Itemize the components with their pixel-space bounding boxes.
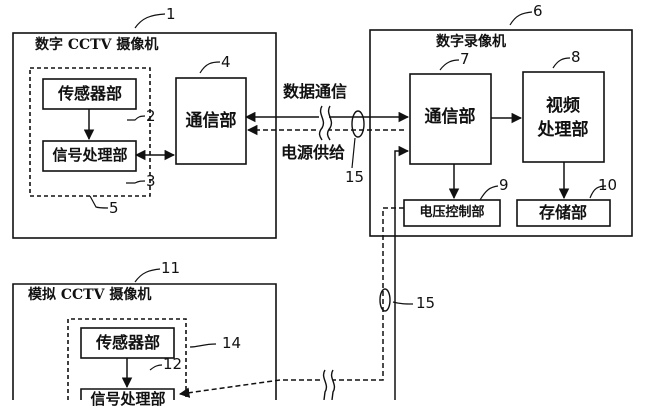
data-communication-label: 数据通信 [283, 82, 348, 101]
video-processing-box [522, 71, 605, 163]
signal-processing-label: 信号处理部 [52, 146, 128, 164]
digital-camera-ref: 1 [166, 5, 176, 23]
data-link-ref: 15 [345, 168, 365, 186]
digital-camera-title: 数字 CCTV 摄像机 [35, 37, 159, 53]
power-supply-label: 电源供给 [281, 143, 346, 162]
signal-processing-ref: 3 [146, 172, 156, 190]
analog-signal-box [80, 388, 175, 400]
video-processing-label-line1: 视频 [546, 96, 580, 116]
analog-camera-ref: 11 [161, 259, 181, 277]
voltage-control-ref: 9 [499, 176, 509, 194]
dashed-group-ref: 5 [109, 199, 119, 217]
voltage-control-box [403, 199, 501, 227]
sensor-unit-label: 传感器部 [57, 84, 123, 103]
analog-sensor-ref: 12 [163, 355, 183, 373]
analog-power-link-ref: 15 [416, 294, 436, 312]
storage-unit-box [516, 199, 611, 227]
storage-unit-ref: 10 [598, 176, 618, 194]
video-processing-label-line2: 处理部 [537, 120, 589, 140]
recorder-comm-unit-label: 通信部 [424, 107, 476, 127]
analog-dashed-group [67, 318, 187, 400]
recorder-comm-unit-box [409, 73, 492, 165]
digital-recorder-ref: 6 [533, 2, 543, 20]
camera-comm-unit-label: 通信部 [185, 111, 237, 131]
voltage-control-label: 电压控制部 [419, 205, 485, 220]
analog-camera-title: 模拟 CCTV 摄像机 [28, 287, 152, 303]
video-processing-ref: 8 [571, 48, 581, 66]
analog-dashed-group-ref: 14 [222, 334, 242, 352]
digital-camera-box [12, 32, 277, 239]
digital-recorder-title: 数字录像机 [436, 34, 506, 50]
analog-camera-box [12, 283, 277, 400]
sensor-unit-ref: 2 [146, 107, 156, 125]
camera-comm-unit-ref: 4 [221, 53, 231, 71]
recorder-comm-unit-ref: 7 [460, 50, 470, 68]
analog-sensor-label: 传感器部 [95, 333, 161, 352]
storage-unit-label: 存储部 [538, 203, 588, 222]
digital-recorder-box [369, 29, 633, 237]
